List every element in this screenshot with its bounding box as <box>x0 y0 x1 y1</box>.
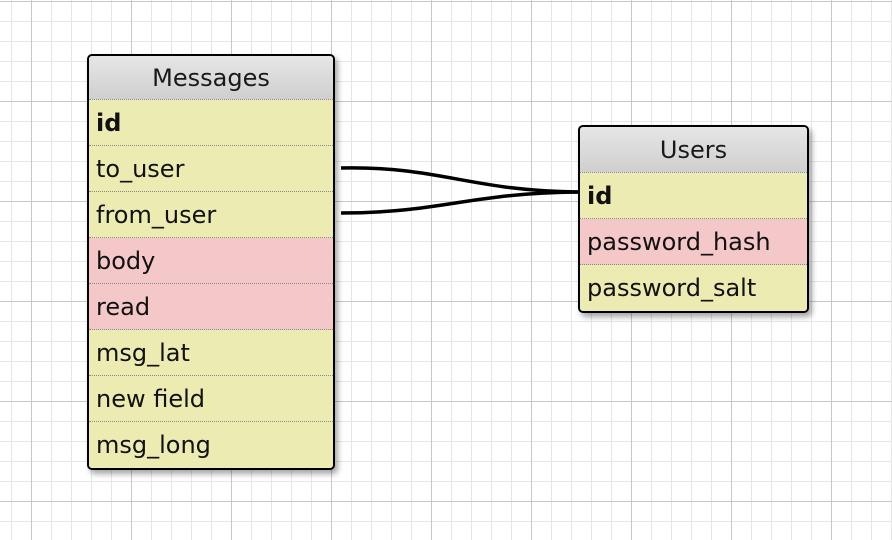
relation-line-from-user[interactable] <box>340 190 579 215</box>
field-read[interactable]: read <box>89 284 333 330</box>
field-id[interactable]: id <box>580 173 807 219</box>
table-title[interactable]: Messages <box>89 56 333 100</box>
field-password-hash[interactable]: password_hash <box>580 219 807 265</box>
relation-line-to-user[interactable] <box>340 166 579 194</box>
users-table[interactable]: Users id password_hash password_salt <box>578 125 809 313</box>
table-title[interactable]: Users <box>580 127 807 173</box>
field-to-user[interactable]: to_user <box>89 146 333 192</box>
field-msg-long[interactable]: msg_long <box>89 422 333 468</box>
field-password-salt[interactable]: password_salt <box>580 265 807 311</box>
field-body[interactable]: body <box>89 238 333 284</box>
field-new-field[interactable]: new field <box>89 376 333 422</box>
messages-table[interactable]: Messages id to_user from_user body read … <box>87 54 335 470</box>
field-from-user[interactable]: from_user <box>89 192 333 238</box>
field-id[interactable]: id <box>89 100 333 146</box>
field-msg-lat[interactable]: msg_lat <box>89 330 333 376</box>
